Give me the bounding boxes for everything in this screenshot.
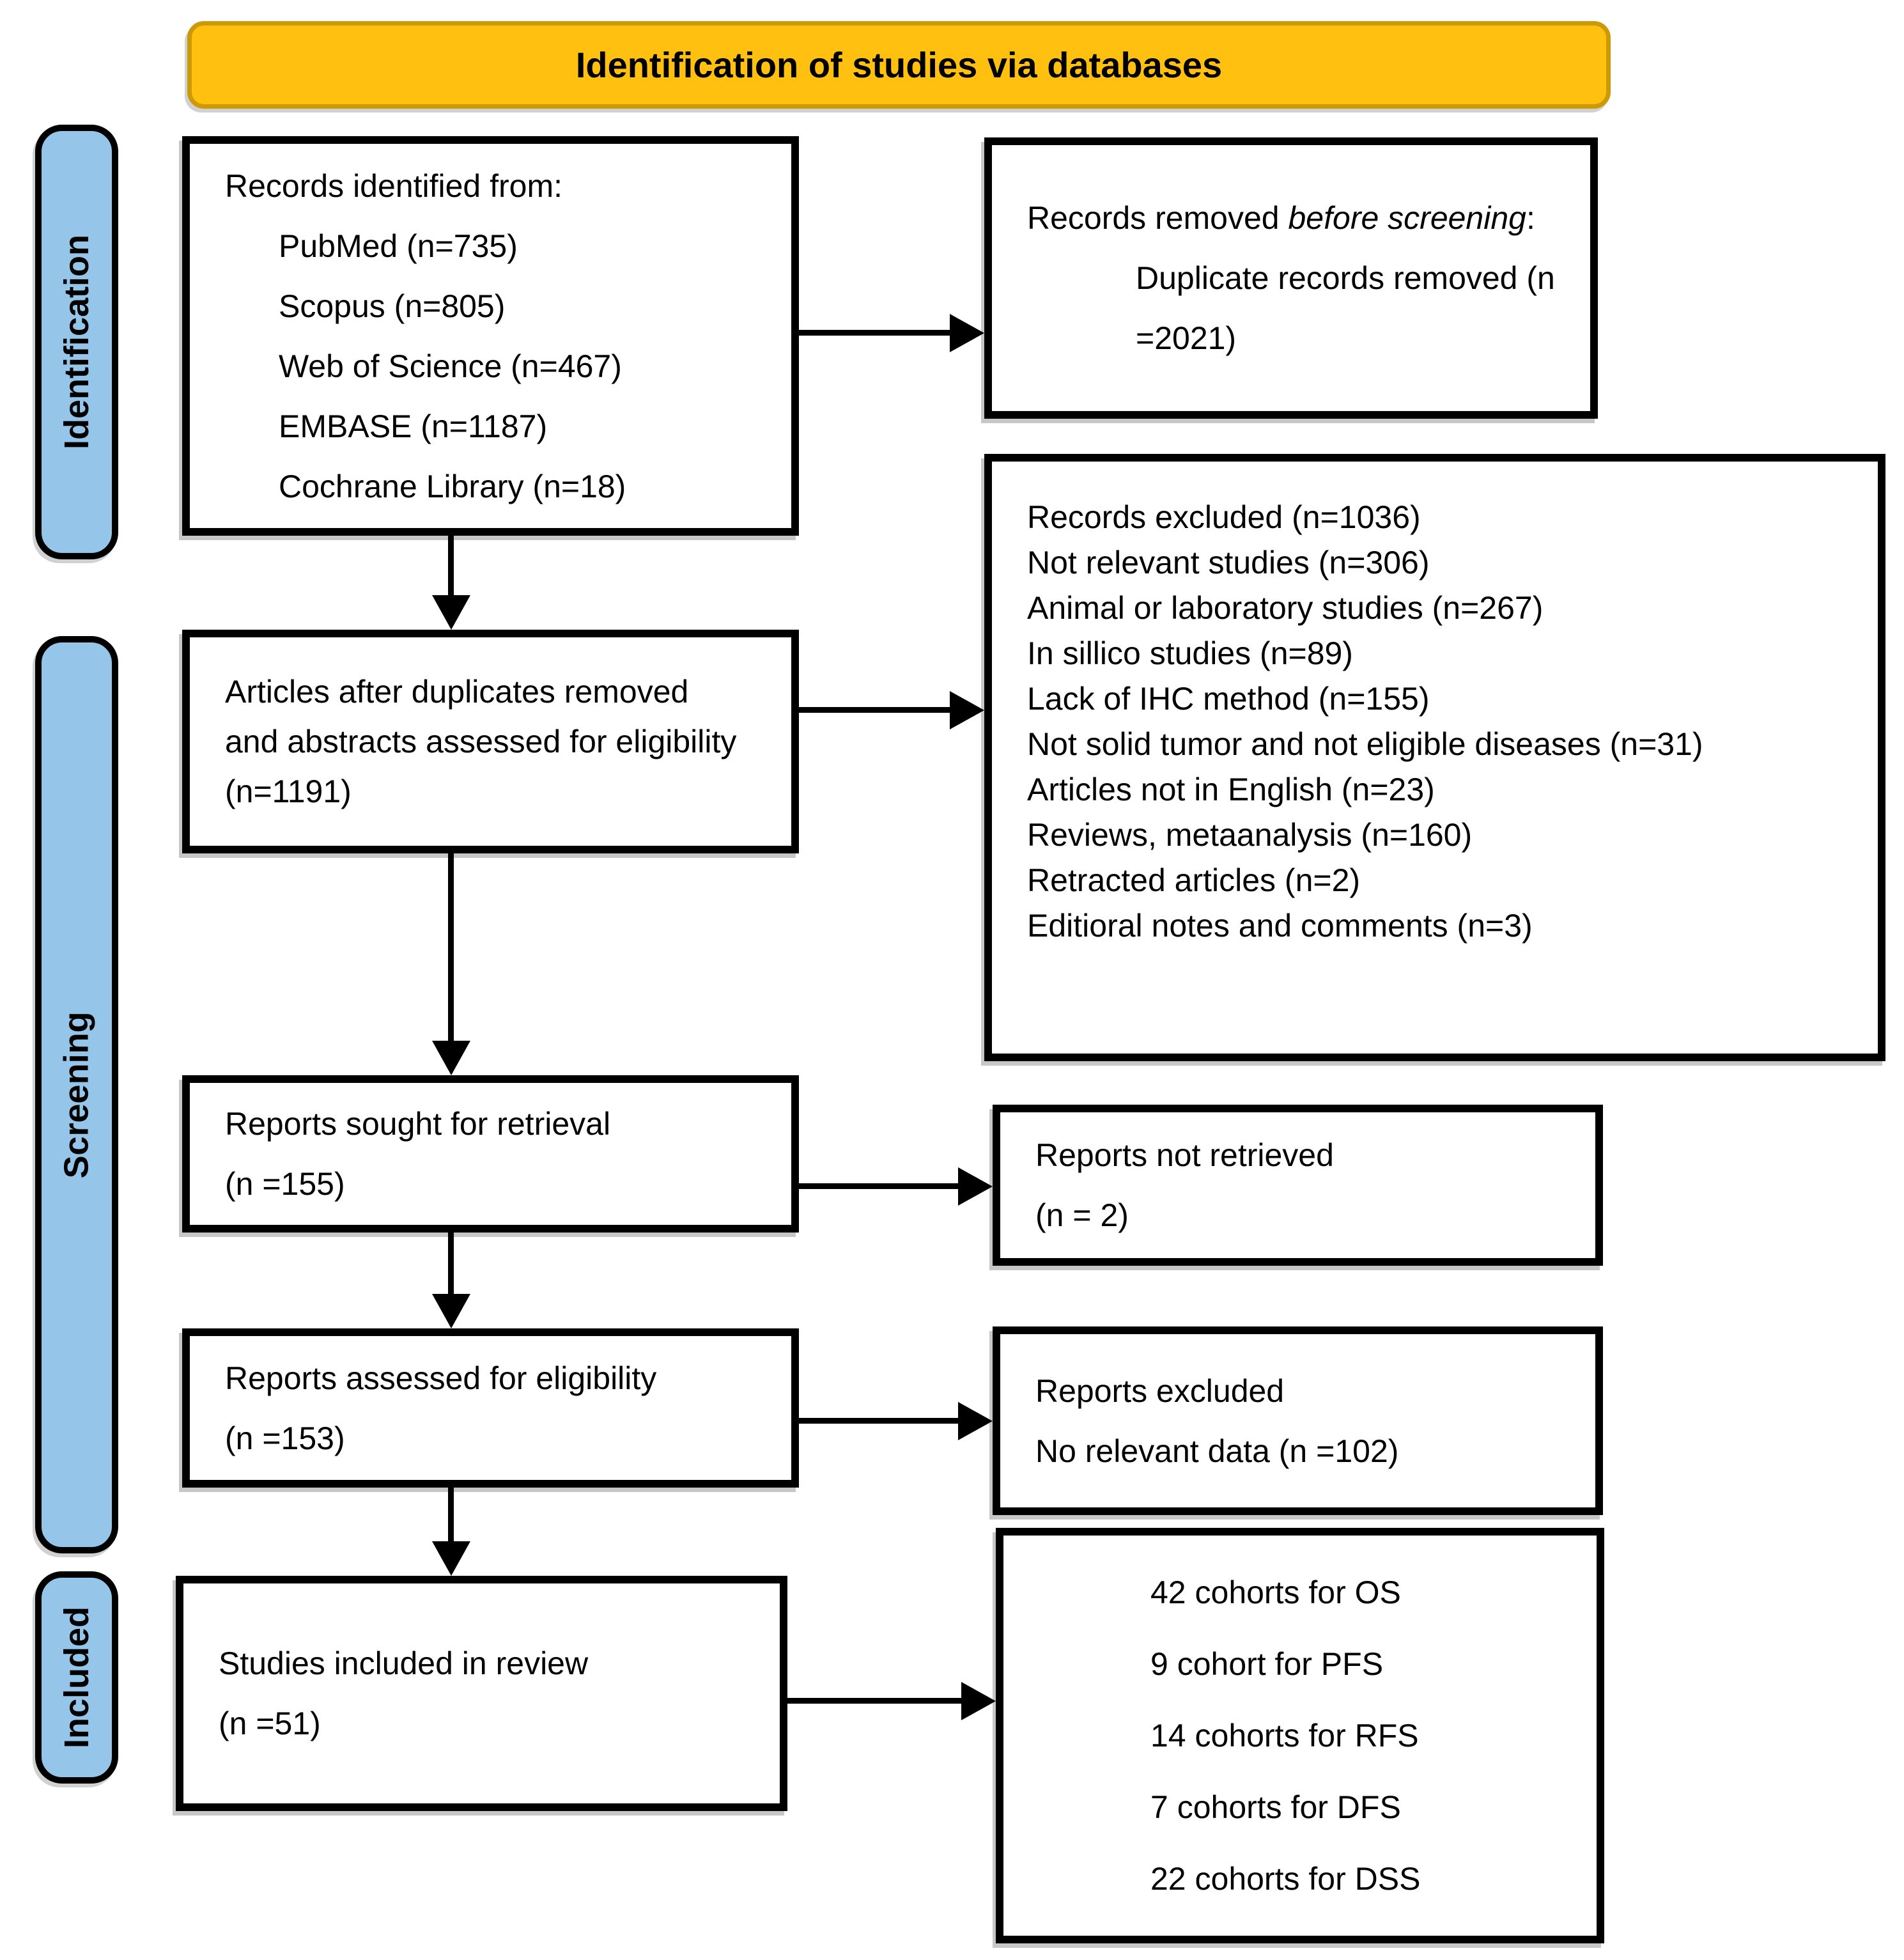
exclusion-reason: Articles not in English (n=23) bbox=[1027, 772, 1435, 807]
stage-label-included-text: Included bbox=[58, 1606, 97, 1749]
cohort-item: 14 cohorts for RFS bbox=[1150, 1718, 1419, 1754]
exclusion-reason: Lack of IHC method (n=155) bbox=[1027, 681, 1430, 717]
exclusion-reason: Not solid tumor and not eligible disease… bbox=[1027, 726, 1703, 762]
records-excluded-box: Records excluded (n=1036) Not relevant s… bbox=[984, 454, 1885, 1061]
arrow-sought-down bbox=[448, 1233, 454, 1294]
arrow-assessed-to-excluded bbox=[799, 1418, 958, 1424]
records-removed-title-suffix: : bbox=[1526, 200, 1535, 236]
arrow-identified-to-removed bbox=[799, 330, 950, 336]
reports-assessed-box: Reports assessed for eligibility (n =153… bbox=[182, 1328, 799, 1488]
cohort-item: 9 cohort for PFS bbox=[1150, 1646, 1384, 1682]
reports-assessed-count: (n =153) bbox=[225, 1420, 345, 1456]
arrow-assessed-down bbox=[448, 1488, 454, 1541]
reports-excluded-reason: No relevant data (n =102) bbox=[1035, 1433, 1399, 1469]
database-item: Scopus (n=805) bbox=[279, 288, 506, 324]
banner-identification-via-databases: Identification of studies via databases bbox=[187, 21, 1611, 109]
database-item: PubMed (n=735) bbox=[279, 228, 518, 264]
exclusion-reason: Animal or laboratory studies (n=267) bbox=[1027, 590, 1544, 626]
arrow-included-to-cohorts bbox=[787, 1698, 961, 1704]
exclusion-reason: Reviews, metaanalysis (n=160) bbox=[1027, 817, 1473, 853]
studies-included-count: (n =51) bbox=[219, 1706, 321, 1741]
studies-included-text: Studies included in review bbox=[219, 1645, 589, 1681]
records-identified-box: Records identified from: PubMed (n=735) … bbox=[182, 136, 799, 536]
records-removed-title: Records removed before screening: bbox=[1027, 188, 1538, 248]
exclusion-reason: Not relevant studies (n=306) bbox=[1027, 545, 1430, 580]
cohort-item: 42 cohorts for OS bbox=[1150, 1575, 1401, 1610]
reports-not-retrieved-text: Reports not retrieved bbox=[1035, 1137, 1334, 1173]
reports-not-retrieved-count: (n = 2) bbox=[1035, 1197, 1129, 1233]
arrow-articles-down bbox=[448, 853, 454, 1041]
stage-label-screening-text: Screening bbox=[58, 1011, 96, 1179]
records-removed-title-prefix: Records removed bbox=[1027, 200, 1289, 236]
database-item: Cochrane Library (n=18) bbox=[279, 468, 626, 504]
arrow-sought-to-not-retrieved bbox=[799, 1183, 958, 1189]
articles-after-duplicates-count: (n=1191) bbox=[225, 774, 352, 809]
exclusion-reason: Records excluded (n=1036) bbox=[1027, 499, 1421, 535]
records-identified-title: Records identified from: bbox=[225, 167, 563, 204]
database-item: EMBASE (n=1187) bbox=[279, 408, 548, 444]
arrow-identified-down bbox=[448, 536, 454, 595]
stage-label-included: Included bbox=[35, 1571, 118, 1784]
studies-included-box: Studies included in review (n =51) bbox=[176, 1576, 787, 1811]
exclusion-reason: Editioral notes and comments (n=3) bbox=[1027, 908, 1533, 944]
reports-sought-count: (n =155) bbox=[225, 1166, 345, 1202]
banner-label: Identification of studies via databases bbox=[575, 45, 1223, 85]
reports-excluded-text: Reports excluded bbox=[1035, 1373, 1285, 1409]
reports-sought-text: Reports sought for retrieval bbox=[225, 1106, 611, 1142]
records-removed-title-italic: before screening bbox=[1288, 200, 1526, 236]
articles-after-duplicates-box: Articles after duplicates removed and ab… bbox=[182, 630, 799, 853]
cohort-item: 22 cohorts for DSS bbox=[1150, 1861, 1421, 1897]
records-removed-box: Records removed before screening: Duplic… bbox=[984, 137, 1598, 419]
exclusion-reason: In sillico studies (n=89) bbox=[1027, 635, 1353, 671]
reports-not-retrieved-box: Reports not retrieved (n = 2) bbox=[993, 1105, 1603, 1266]
stage-label-screening: Screening bbox=[35, 636, 118, 1553]
stage-label-identification-text: Identification bbox=[58, 235, 96, 449]
arrow-articles-to-excluded bbox=[799, 707, 950, 713]
reports-assessed-text: Reports assessed for eligibility bbox=[225, 1360, 657, 1396]
cohorts-box: 42 cohorts for OS 9 cohort for PFS 14 co… bbox=[996, 1528, 1604, 1943]
records-removed-item: Duplicate records removed (n =2021) bbox=[1136, 260, 1555, 356]
cohort-item: 7 cohorts for DFS bbox=[1150, 1789, 1401, 1825]
reports-sought-box: Reports sought for retrieval (n =155) bbox=[182, 1075, 799, 1233]
exclusion-reason: Retracted articles (n=2) bbox=[1027, 862, 1361, 898]
reports-excluded-box: Reports excluded No relevant data (n =10… bbox=[993, 1326, 1603, 1515]
database-item: Web of Science (n=467) bbox=[279, 348, 622, 384]
articles-after-duplicates-text: Articles after duplicates removed and ab… bbox=[225, 674, 737, 759]
stage-label-identification: Identification bbox=[35, 125, 118, 559]
